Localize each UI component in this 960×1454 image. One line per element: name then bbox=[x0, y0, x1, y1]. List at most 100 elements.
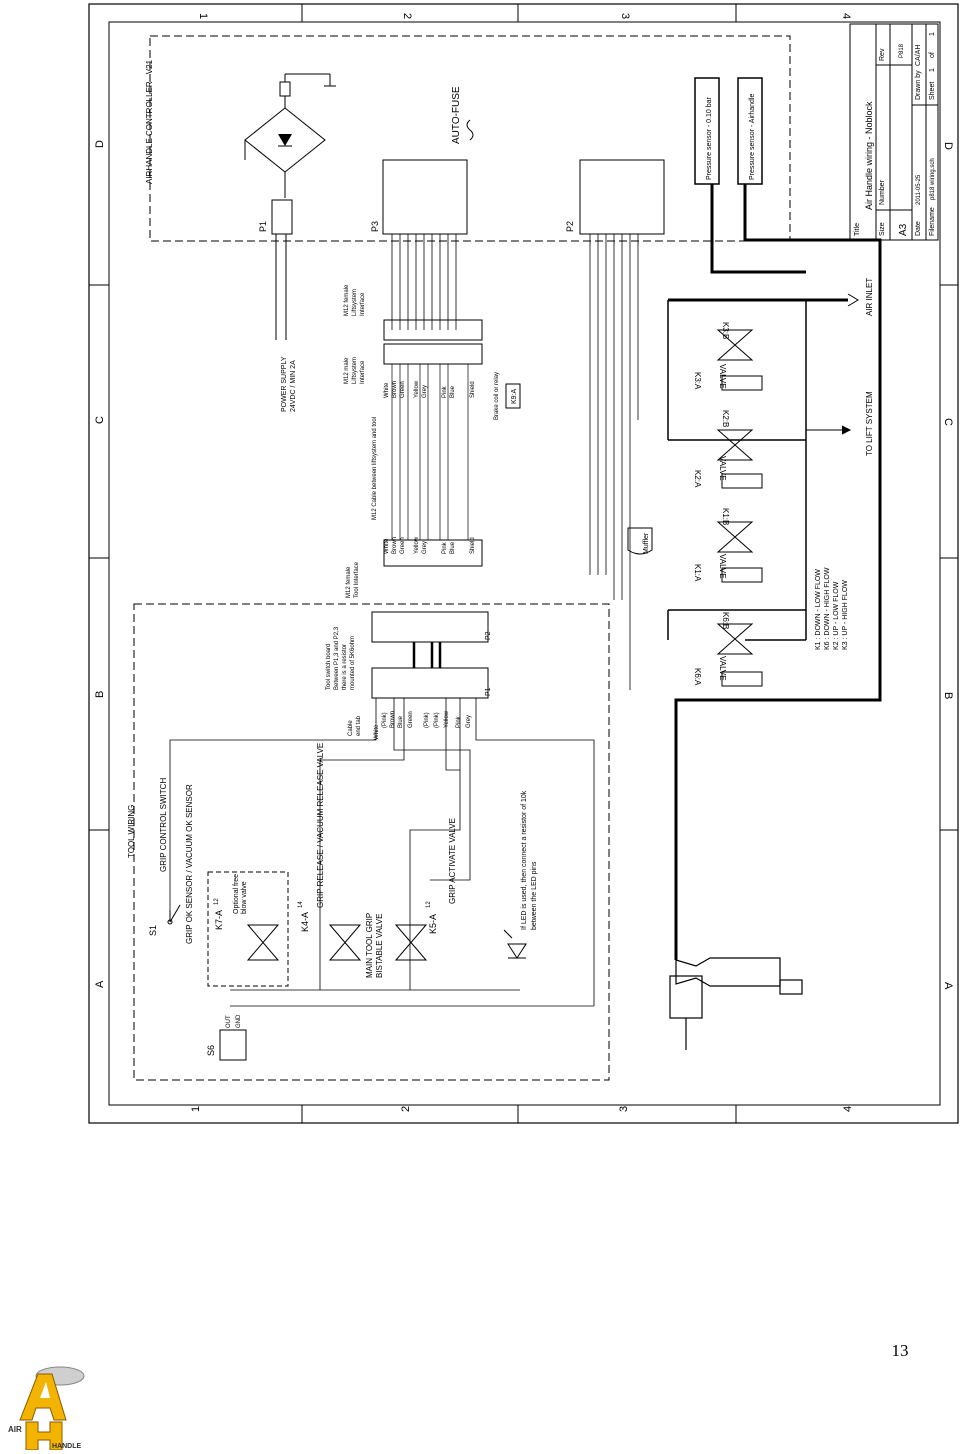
legend-k2: K2 : UP - LOW FLOW bbox=[833, 581, 840, 650]
pressure-sensor-1 bbox=[694, 77, 720, 185]
k9a-label: K9:A bbox=[511, 388, 518, 404]
grip-activate-label: GRIP ACTIVATE VALVE bbox=[448, 818, 457, 904]
date-value: 2011-05-25 bbox=[916, 174, 922, 205]
k4a-label: K4-A bbox=[300, 912, 310, 932]
grid-row-b-right: B bbox=[942, 692, 954, 699]
grid-col-1-top: 1 bbox=[197, 13, 209, 19]
m12-female-lift-line-1: M12 female bbox=[344, 284, 350, 316]
main-tool-grip-label: MAIN TOOL GRIP bbox=[365, 913, 374, 978]
cable-end-line-1: Cable bbox=[348, 720, 354, 736]
page-number: 13 bbox=[891, 1341, 909, 1360]
s1-switch bbox=[167, 904, 181, 925]
m12-male-lift-line-3: Interface bbox=[360, 360, 366, 384]
bridge-rectifier bbox=[244, 73, 336, 198]
valve-k1: K1:B VALVE K1:A bbox=[693, 508, 763, 583]
k9a-relay bbox=[505, 383, 521, 409]
k5a-label: K5-A bbox=[428, 914, 438, 934]
tool-wire-pink-4: Pink bbox=[456, 715, 462, 728]
k1-valve-label: VALVE bbox=[718, 554, 727, 579]
bistable-valve-label: BISTABLE VALVE bbox=[375, 914, 384, 978]
pressure-sensor-2 bbox=[737, 77, 763, 185]
controller-box bbox=[149, 35, 791, 242]
k4-valve-symbol bbox=[328, 924, 362, 961]
drawn-by-value: CA/AH bbox=[915, 45, 922, 66]
sheet-label: Sheet bbox=[929, 82, 936, 100]
k7a-pin: 12 bbox=[214, 898, 220, 905]
m12-male-lift-connector bbox=[383, 343, 483, 365]
of-label: of bbox=[929, 52, 936, 58]
k6a-label: K6:A bbox=[693, 668, 702, 686]
filename-label: Filename bbox=[929, 207, 936, 236]
cable-wire-blue: Blue bbox=[450, 541, 456, 554]
lift-wire-blue: Blue bbox=[450, 385, 456, 398]
grip-ok-sensor-label: GRIP OK SENSOR / VACUUM OK SENSOR bbox=[185, 784, 194, 944]
muffler-label: Muffler bbox=[643, 532, 650, 554]
k6-valve-label: VALVE bbox=[718, 656, 727, 681]
grid-col-2-top: 2 bbox=[401, 13, 413, 19]
lift-wire-yellow: Yellow bbox=[414, 380, 420, 398]
tool-p2-label: P2 bbox=[485, 631, 492, 640]
power-spec-label: 24VDC / MIN 2A bbox=[290, 360, 297, 412]
optional-valve-box bbox=[207, 871, 289, 987]
p1-label: P1 bbox=[258, 221, 268, 232]
optional-free-line-1: Optional free bbox=[233, 874, 240, 914]
k4a-pin: 14 bbox=[298, 901, 304, 908]
title-block: Title Air Handle wiring - Noblock Size A… bbox=[849, 23, 939, 241]
m12-female-lift-connector bbox=[383, 319, 483, 341]
grid-col-1-bottom: 1 bbox=[190, 1106, 202, 1112]
led-note-line-2: between the LED pins bbox=[531, 861, 538, 930]
s6-gnd-label: GND bbox=[236, 1014, 242, 1028]
led-note-line-1: If LED is used, then connect a resistor … bbox=[521, 790, 528, 930]
grid-col-2-bottom: 2 bbox=[400, 1106, 412, 1112]
grid-row-a-left: A bbox=[94, 980, 106, 988]
k6b-label: K6:B bbox=[721, 612, 730, 629]
tool-wire-pink-1: (Pink) bbox=[382, 712, 388, 728]
valve-k3: K3:B VALVE K3:A bbox=[693, 322, 763, 391]
cable-wire-shield: Shield bbox=[470, 537, 476, 554]
p2-label: P2 bbox=[565, 221, 575, 232]
air-handle-tool bbox=[669, 957, 803, 1050]
size-value: A3 bbox=[898, 223, 909, 236]
lift-wire-green: Green bbox=[400, 381, 406, 398]
grip-release-label: GRIP RELEASE / VACUUM RELEASE VALVE bbox=[316, 743, 325, 908]
power-supply-label: POWER SUPPLY bbox=[281, 356, 288, 412]
led-symbol bbox=[503, 929, 527, 959]
m12-female-tool-connector bbox=[383, 539, 483, 567]
tool-box bbox=[133, 603, 610, 1081]
sheet-value: 1 bbox=[929, 68, 936, 72]
muffler: Muffler bbox=[627, 527, 653, 555]
outer-frame bbox=[88, 3, 959, 1124]
k1a-label: K1:A bbox=[693, 564, 702, 582]
number-label: Number bbox=[879, 179, 886, 205]
tool-wire-green: Green bbox=[408, 711, 414, 728]
lift-wire-shield: Shield bbox=[470, 381, 476, 398]
m12-male-lift-line-2: Liftsystem bbox=[352, 357, 358, 384]
grid-row-c-right: C bbox=[942, 418, 954, 426]
k5a-pin: 12 bbox=[426, 901, 432, 908]
p3-label: P3 bbox=[370, 221, 380, 232]
tool-wire-white: White bbox=[374, 724, 380, 740]
cable-side-wire-colors: White Brown Green Yellow Grey Pink Blue … bbox=[384, 536, 476, 554]
k2a-label: K2:A bbox=[693, 470, 702, 488]
k7a-label: K7-A bbox=[214, 910, 224, 930]
air-line-sensor-2 bbox=[674, 184, 882, 960]
tool-wire-blue: Blue bbox=[398, 715, 404, 728]
switch-board-note-3: there is a resistor bbox=[342, 644, 348, 690]
m12-female-lift-line-3: Interface bbox=[360, 292, 366, 316]
lift-side-wire-colors: White Brown Green Yellow Grey Pink Blue … bbox=[384, 380, 476, 398]
tool-wire-yellow: Yellow bbox=[444, 710, 450, 728]
rev-value: P818 bbox=[899, 43, 905, 58]
valve-k6: K6:B VALVE K6:A bbox=[693, 612, 763, 687]
k3a-label: K3:A bbox=[693, 372, 702, 390]
of-value: 1 bbox=[929, 32, 936, 36]
cable-wire-brown: Brown bbox=[392, 537, 398, 554]
tool-p2-connector bbox=[371, 611, 489, 643]
p3-connector bbox=[382, 159, 468, 235]
legend-k6: K6 : DOWN - HIGH FLOW bbox=[824, 567, 831, 650]
cable-wire-yellow: Yellow bbox=[414, 536, 420, 554]
k2b-label: K2:B bbox=[721, 410, 730, 427]
k1b-label: K1:B bbox=[721, 508, 730, 525]
m12-female-tool-line-1: M12 female bbox=[346, 566, 352, 598]
tool-side-wire-colors: White (Pink) Brown Blue Green (Pink) (Pi… bbox=[374, 710, 472, 740]
